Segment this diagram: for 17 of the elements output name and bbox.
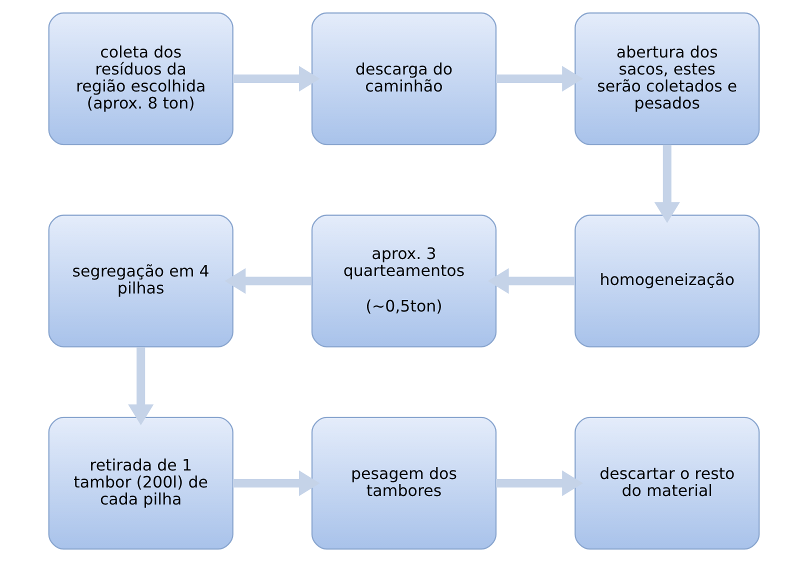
node-box: abertura dos sacos, estes serão coletados e pesados [574,12,760,146]
arrow [496,66,583,92]
node-box: aprox. 3 quarteamentos (~0,5ton) [310,214,496,348]
node-box: segregação em 4 pilhas [48,214,233,348]
node-box: coleta dos resíduos da região escolhida (aprox. 8 ton) [48,12,233,146]
arrow [128,347,154,426]
arrow [496,470,583,496]
arrow [232,470,320,496]
arrow [487,268,574,294]
arrow [224,268,312,294]
node-box: descarga do caminhão [310,12,496,146]
node-box: retirada de 1 tambor (200l) de cada pilha [48,416,233,550]
arrow [232,66,320,92]
node-box: homogeneização [574,214,760,348]
node-box: descartar o resto do material [574,416,760,550]
node-box: pesagem dos tambores [310,416,496,550]
arrow [654,144,680,224]
